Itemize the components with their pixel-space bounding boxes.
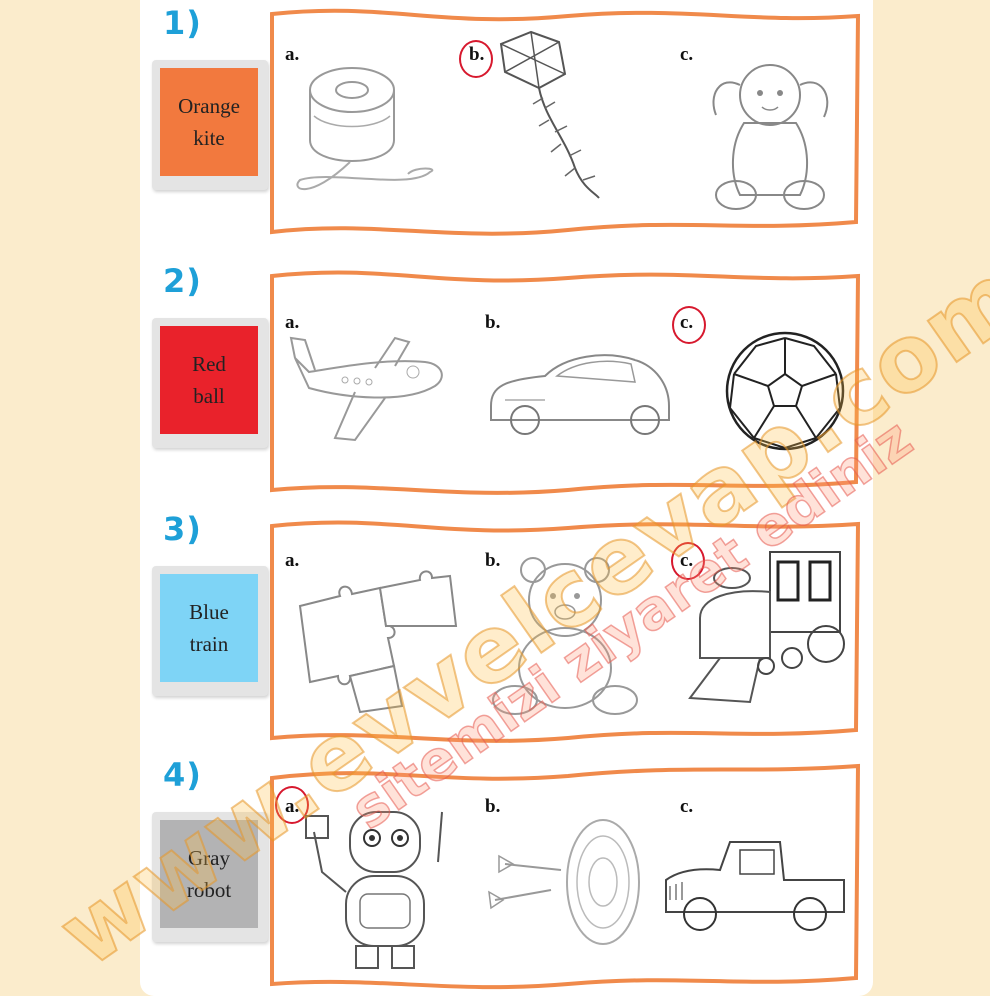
car-icon [490,354,670,435]
answer-circle [672,306,706,344]
answer-circle [671,542,705,580]
label-color-box: Gray robot [160,820,258,928]
label-color-box: Red ball [160,326,258,434]
option-a-label[interactable]: a. [285,44,300,65]
options-frame [270,763,861,990]
airplane-icon [289,336,443,442]
question-2: 2) Red ball a. b. c. [0,258,990,498]
label-card: Red ball [152,318,268,448]
train-icon [688,551,845,704]
option-a-label[interactable]: a. [285,550,300,571]
option-b-label[interactable]: b. [485,550,501,571]
question-4: 4) Gray robot a. b. c. [0,752,990,992]
option-b-label[interactable]: b. [485,312,501,333]
question-3: 3) Blue train a. b. c. [0,506,990,746]
option-a-label[interactable]: a. [285,312,300,333]
question-number: 1) [163,4,202,42]
yo-yo-icon [296,67,434,190]
darts-icon [488,819,640,945]
ball-icon [725,331,845,451]
option-c-label[interactable]: c. [680,796,694,817]
label-word-color: Red [192,352,226,376]
puzzle-icon [298,570,458,714]
label-color-box: Blue train [160,574,258,682]
truck-icon [665,841,845,931]
doll-icon [712,64,829,210]
question-1: 1) Orange kite a. b. c. [0,0,990,240]
label-word-toy: kite [193,126,225,150]
teddy-bear-icon [492,557,638,715]
question-number: 3) [163,510,202,548]
answer-circle [459,40,493,78]
label-card: Gray robot [152,812,268,942]
label-word-color: Gray [188,846,230,870]
option-c-label[interactable]: c. [680,44,694,65]
options-frame [270,520,861,743]
label-card: Blue train [152,566,268,696]
label-word-color: Blue [189,600,229,624]
question-number: 2) [163,262,202,300]
answer-circle [275,786,309,824]
label-card: Orange kite [152,60,268,190]
kite-icon [499,30,600,199]
options-frame [270,270,861,495]
label-word-toy: ball [193,384,225,408]
robot-icon [305,811,443,969]
question-number: 4) [163,756,202,794]
label-word-toy: robot [186,878,232,902]
option-b-label[interactable]: b. [485,796,501,817]
label-word-toy: train [189,632,229,656]
label-word-color: Orange [178,94,240,118]
label-color-box: Orange kite [160,68,258,176]
options-frame [270,8,861,236]
